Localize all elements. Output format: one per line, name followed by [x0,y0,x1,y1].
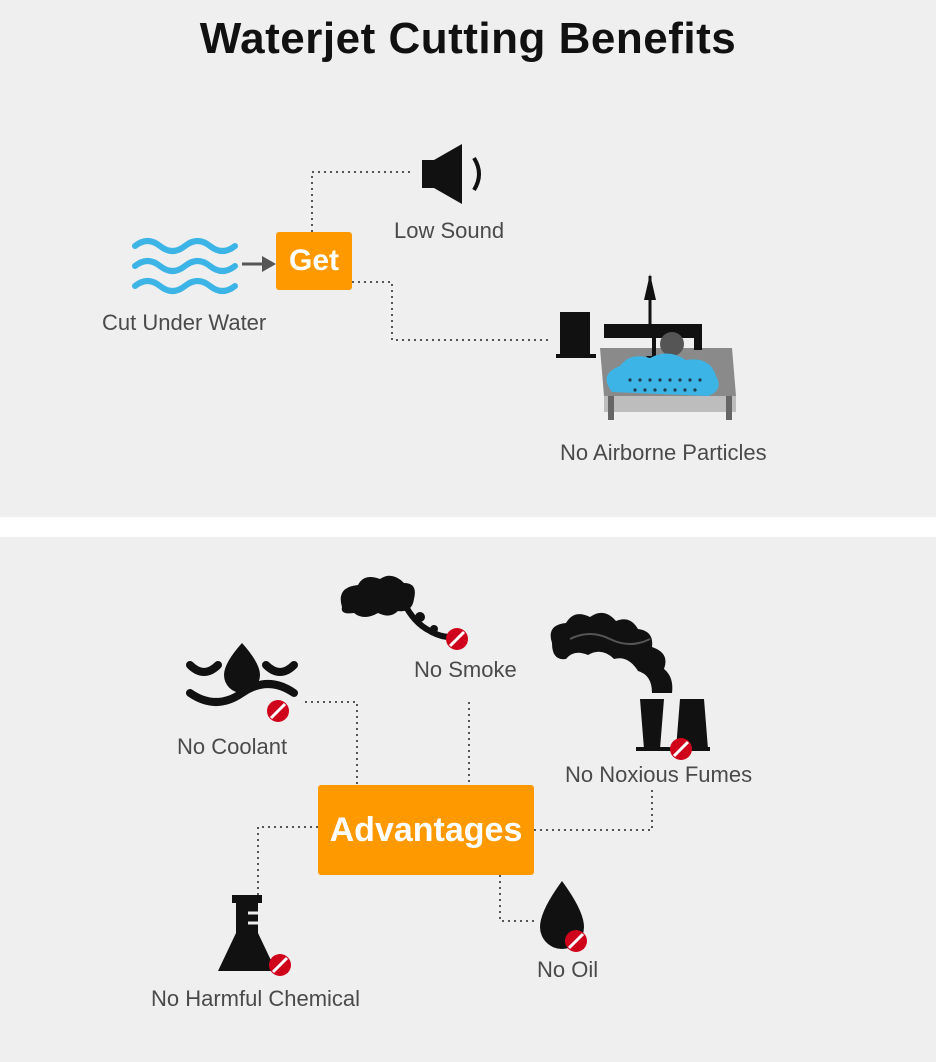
no-coolant-label: No Coolant [177,734,288,759]
no-smoke-label: No Smoke [414,657,517,682]
advantages-hub: Advantages [318,785,534,875]
top-panel: Waterjet Cutting Benefits Cut Under Wate… [0,0,936,517]
connector-airborne [352,281,548,341]
low-sound-label: Low Sound [394,218,505,243]
bottom-panel: Advantages No Coolant No Smoke [0,537,936,1062]
connector-low-sound [311,171,412,232]
chemical-flask-icon [218,895,291,976]
speaker-icon [422,144,481,204]
factory-fumes-icon [550,612,710,760]
smoke-icon [340,575,468,650]
arrow-icon [242,256,276,272]
coolant-icon [186,643,298,722]
no-noxious-fumes-label: No Noxious Fumes [565,762,753,787]
top-connectors [242,171,548,341]
connector-fumes [534,789,653,831]
prohibited-icon [446,628,468,650]
bottom-connectors [257,701,653,922]
prohibited-icon [269,954,291,976]
oil-drop-icon [540,881,587,952]
get-hub: Get [276,232,352,290]
page-title: Waterjet Cutting Benefits [199,14,737,63]
water-waves-icon [132,238,238,294]
no-harmful-chemical-label: No Harmful Chemical [151,986,361,1011]
cut-under-water-label: Cut Under Water [102,310,267,335]
prohibited-icon [565,930,587,952]
prohibited-icon [670,738,692,760]
prohibited-icon [267,700,289,722]
no-airborne-particles-label: No Airborne Particles [560,440,767,465]
no-oil-label: No Oil [537,957,599,982]
waterjet-machine-icon [556,274,736,420]
connector-chemical [257,826,318,897]
